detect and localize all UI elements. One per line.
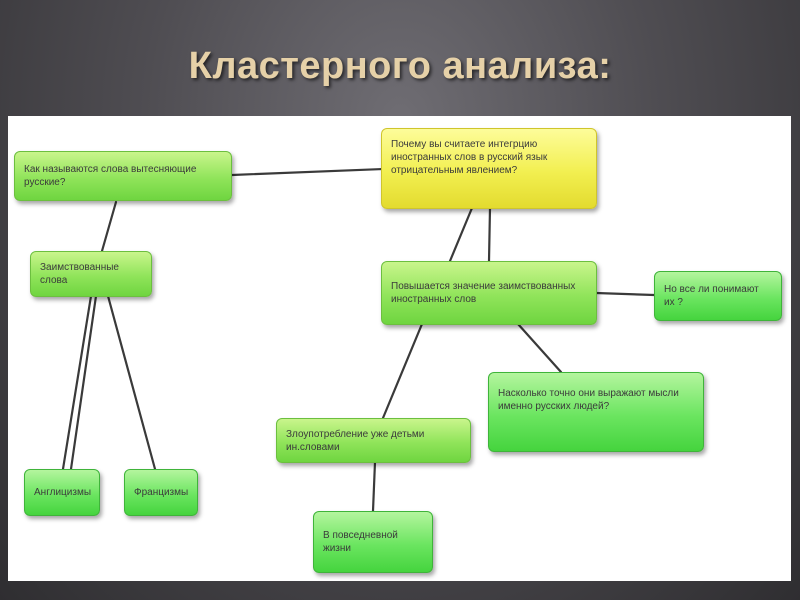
connector-importance-to-understand [594, 291, 656, 297]
node-borrowed-words-text: Заимствованные слова [40, 262, 119, 286]
node-gallicisms-text: Францизмы [134, 487, 189, 498]
node-anglicisms-text: Англицизмы [34, 487, 92, 498]
node-question-words: Как называются слова вытесняющие русские… [14, 151, 232, 201]
node-everyday: В повседневной жизни [313, 511, 433, 573]
node-question-why: Почему вы считаете интегрцию иностранных… [381, 128, 597, 209]
connector-abuse-to-everyday [371, 460, 377, 513]
connector-question-to-borrowed [100, 200, 118, 253]
connector-why-to-importance-a [448, 206, 474, 263]
node-everyday-text: В повседневной жизни [323, 530, 398, 554]
slide-title: Кластерного анализа: [188, 45, 612, 87]
node-understand: Но все ли понимают их ? [654, 271, 782, 321]
node-abuse-text: Злоупотребление уже детьми ин.словами [286, 428, 425, 453]
connector-lines [61, 167, 656, 513]
node-abuse: Злоупотребление уже детьми ин.словами [276, 418, 471, 463]
node-precise: Насколько точно они выражают мысли именн… [488, 372, 704, 452]
cluster-diagram: Как называются слова вытесняющие русские… [8, 116, 791, 581]
node-borrowed-words: Заимствованные слова [30, 251, 152, 297]
node-question-words-text: Как называются слова вытесняющие русские… [24, 164, 197, 188]
connector-importance-to-abuse [381, 322, 424, 420]
node-question-why-text: Почему вы считаете интегрцию иностранных… [391, 139, 548, 176]
connector-borrowed-to-anglicisms-b [69, 294, 98, 471]
node-gallicisms: Францизмы [124, 469, 198, 516]
connector-borrowed-to-gallicisms [106, 294, 157, 471]
connector-question-to-why [230, 167, 385, 177]
node-understand-text: Но все ли понимают их ? [664, 284, 759, 308]
node-importance-text: Повышается значение заимствованных иност… [391, 281, 576, 305]
node-anglicisms: Англицизмы [24, 469, 100, 516]
connector-importance-to-precise [516, 322, 563, 374]
node-precise-text: Насколько точно они выражают мысли именн… [498, 388, 679, 412]
connector-why-to-importance-b [487, 206, 492, 263]
node-importance: Повышается значение заимствованных иност… [381, 261, 597, 325]
connector-borrowed-to-anglicisms-a [61, 294, 93, 471]
